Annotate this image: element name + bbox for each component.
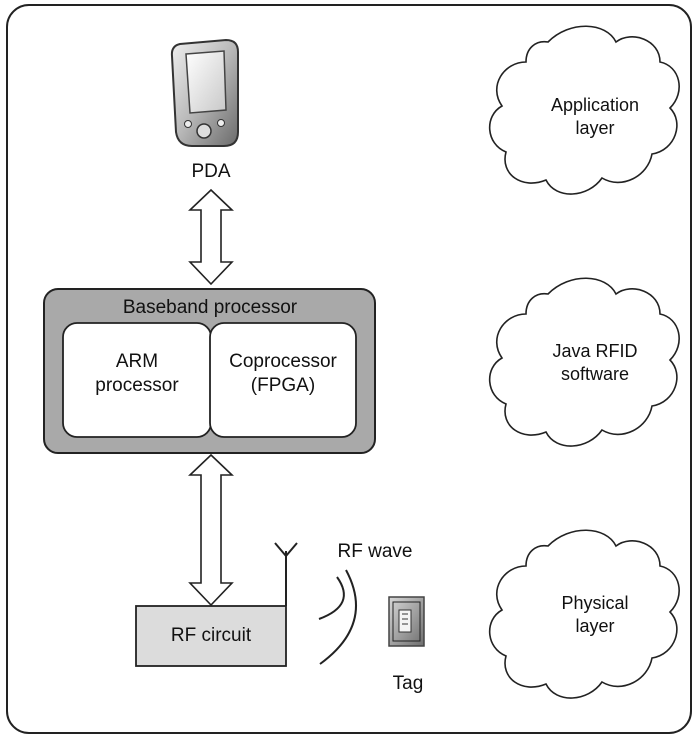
cloud-physical — [488, 529, 680, 699]
arm-processor-label: ARM processor — [63, 350, 211, 398]
pda-icon — [170, 38, 239, 147]
physical-layer-label: Physical layer — [520, 592, 670, 637]
coprocessor-box — [209, 322, 357, 438]
cloud-application — [488, 25, 680, 195]
physical-line-1: Physical — [561, 593, 629, 613]
java-rfid-software-label: Java RFID software — [520, 340, 670, 385]
baseband-processor-label: Baseband processor — [122, 297, 298, 318]
pda-label: PDA — [191, 161, 231, 182]
java-line-1: Java RFID — [552, 341, 638, 361]
physical-line-2: layer — [575, 615, 615, 636]
pda-baseband-arrow — [188, 188, 234, 286]
coprocessor-label: Coprocessor (FPGA) — [210, 350, 356, 398]
rf-wave-icon — [318, 569, 357, 665]
arm-line-1: ARM — [115, 351, 159, 372]
cloud-java — [488, 277, 680, 447]
rf-circuit-label: RF circuit — [170, 625, 252, 646]
baseband-rf-arrow — [188, 453, 234, 607]
rf-circuit-box — [135, 605, 287, 667]
application-line-1: Application — [550, 95, 640, 115]
tag-icon — [388, 596, 425, 647]
coprocessor-line-2: (FPGA) — [250, 374, 316, 396]
antenna-icon — [274, 542, 298, 606]
tag-label: Tag — [392, 673, 424, 694]
application-layer-label: Application layer — [520, 94, 670, 139]
application-line-2: layer — [575, 117, 615, 138]
java-line-2: software — [560, 363, 630, 384]
arm-line-2: processor — [95, 374, 179, 396]
coprocessor-line-1: Coprocessor — [229, 351, 337, 372]
rf-wave-label: RF wave — [337, 541, 413, 562]
